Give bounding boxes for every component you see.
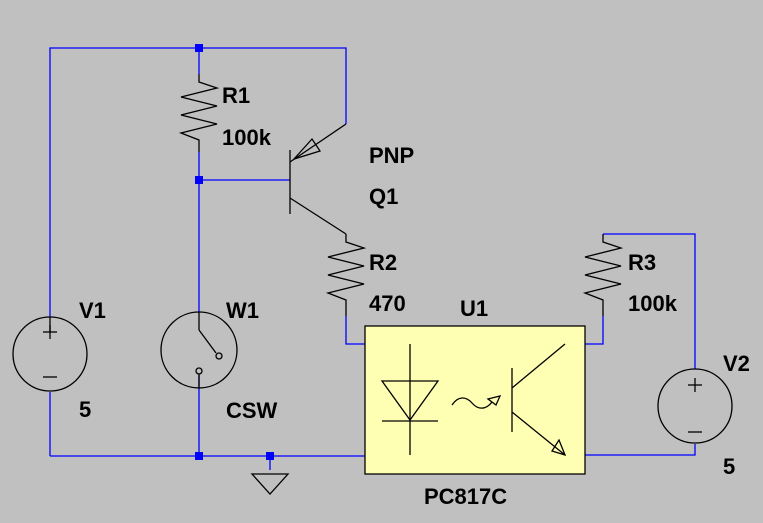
junction-gnd: [266, 452, 274, 460]
resistor-icon: [178, 74, 220, 152]
q1-model: PNP: [369, 143, 414, 168]
junction-base-node: [195, 176, 203, 184]
pnp-transistor-icon: [289, 123, 347, 235]
labels: R1 100k PNP Q1 R2 470 R3 100k U1 PC817C …: [79, 83, 750, 509]
wire-u1-v2: [565, 444, 696, 456]
v1-name: V1: [79, 298, 106, 323]
v2-name: V2: [723, 351, 750, 376]
junctions: [195, 44, 274, 460]
wire-r3-v2: [603, 233, 696, 369]
optocoupler-icon: [364, 325, 586, 475]
optocoupler-body: [364, 325, 586, 475]
r2-name: R2: [369, 250, 397, 275]
r3-name: R3: [628, 250, 656, 275]
v2-value: 5: [723, 454, 735, 479]
resistor-icon: [582, 234, 624, 316]
wire-top-q1-emitter: [199, 47, 347, 124]
wire-top-v1: [49, 47, 199, 317]
r2-value: 470: [369, 291, 406, 316]
u1-model: PC817C: [424, 484, 507, 509]
resistor-icon: [325, 234, 367, 316]
w1-name: W1: [226, 298, 259, 323]
junction-ground-node: [195, 452, 203, 460]
r1-value: 100k: [222, 125, 272, 150]
w1-model: CSW: [226, 398, 278, 423]
voltage-source-icon: [657, 368, 733, 444]
ground-icon: [250, 473, 290, 495]
junction-top: [195, 44, 203, 52]
u1-name: U1: [460, 296, 488, 321]
r1-name: R1: [222, 83, 250, 108]
v1-value: 5: [79, 397, 91, 422]
current-switch-icon: [160, 311, 238, 389]
r3-value: 100k: [628, 291, 678, 316]
wires: [49, 47, 696, 470]
voltage-source-icon: [12, 316, 88, 392]
q1-name: Q1: [369, 184, 398, 209]
